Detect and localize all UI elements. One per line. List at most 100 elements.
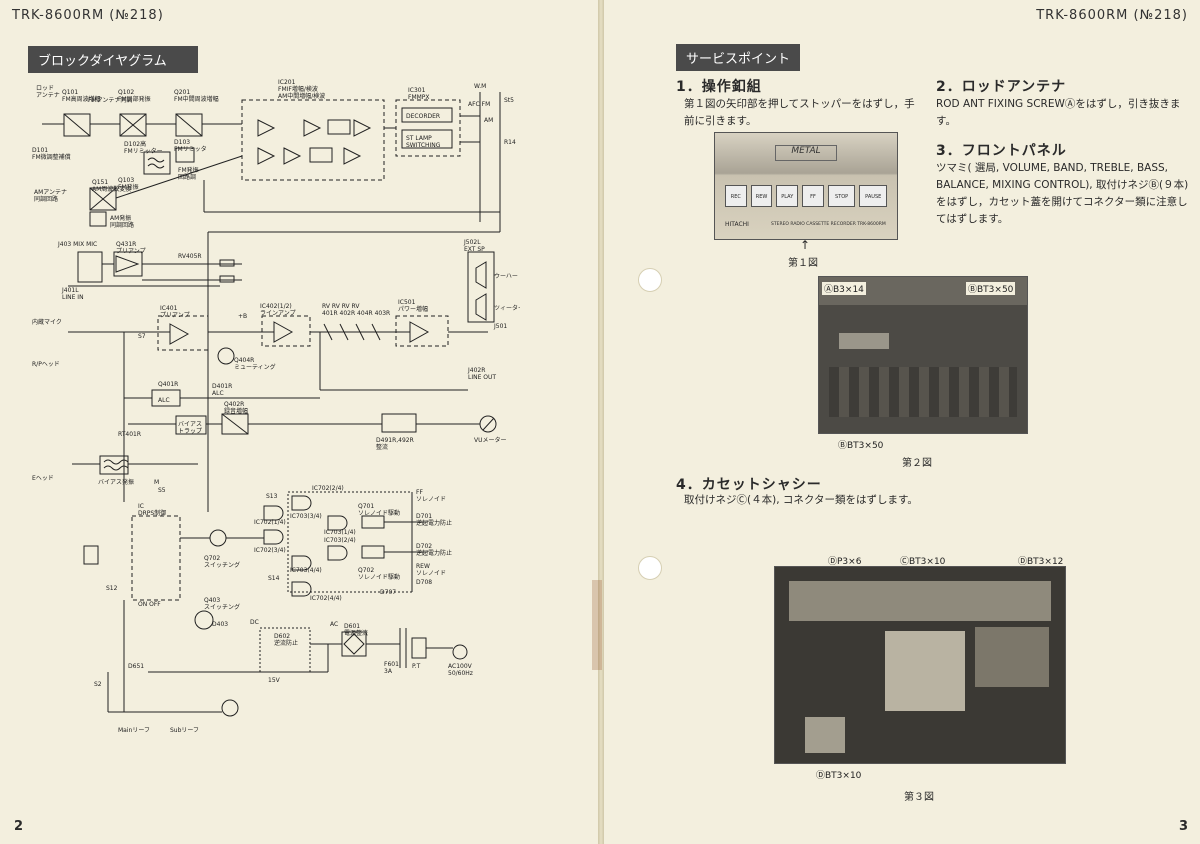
block-ic401 bbox=[157, 315, 209, 351]
q403-transistor bbox=[194, 610, 214, 630]
figure-3-caption: 第３図 bbox=[904, 792, 934, 803]
label-bias-trap: バイアストラップ bbox=[178, 421, 202, 435]
label-m: M bbox=[154, 479, 159, 486]
figure-2-tag-b-top: ⒷBT3×50 bbox=[966, 282, 1016, 295]
label-ic402: IC402(1/2)ラインアンプ bbox=[260, 303, 296, 317]
label-am-ant: AMアンテナ同調回路 bbox=[34, 189, 67, 203]
block-q702b bbox=[361, 545, 385, 559]
figure-2-caption: 第２図 bbox=[902, 458, 932, 469]
label-main-reel: Mainリーフ bbox=[118, 727, 150, 734]
q404r-transistor bbox=[217, 347, 235, 365]
header-left: TRK-8600RM (№218) bbox=[12, 8, 164, 23]
label-d707: D707 bbox=[380, 589, 396, 596]
block-d103 bbox=[175, 147, 195, 163]
motor-icon bbox=[221, 699, 239, 717]
label-s13: S13 bbox=[266, 493, 278, 500]
label-q101b: FMアンテナ同調 bbox=[88, 96, 132, 104]
label-j403: J403 MIX MIC bbox=[57, 241, 97, 248]
section-title-service-points: サービスポイント bbox=[676, 44, 801, 71]
figure-3-tag-d12: ⒹBT3×12 bbox=[1018, 557, 1064, 567]
block-q701 bbox=[361, 515, 385, 529]
section-4-title: 4．カセットシャシー bbox=[676, 477, 822, 493]
section-1-title: 1．操作釦組 bbox=[676, 79, 762, 95]
label-rv405r: RV405R bbox=[178, 253, 202, 260]
section-3-body: ツマミ( 選局, VOLUME, BAND, TREBLE, BASS, BAL… bbox=[936, 162, 1189, 225]
block-q102 bbox=[119, 113, 147, 137]
label-pt: P.T bbox=[412, 663, 421, 670]
label-d403: D403 bbox=[212, 621, 228, 628]
block-ic-drps bbox=[131, 515, 181, 601]
label-s7: S7 bbox=[138, 333, 146, 340]
label-alc: ALC bbox=[158, 397, 170, 404]
figure-2-tag-b-bottom: ⒷBT3×50 bbox=[838, 441, 884, 451]
block-q101 bbox=[63, 113, 91, 137]
page-number-left: 2 bbox=[14, 819, 24, 834]
figure-1-keys: REC REW PLAY FF STOP PAUSE bbox=[725, 185, 888, 207]
block-ic201 bbox=[241, 99, 385, 181]
figure-1-key-play: PLAY bbox=[776, 185, 799, 207]
label-j501: J501 bbox=[493, 323, 507, 330]
label-ac: AC bbox=[330, 621, 338, 628]
label-mic: 内蔵マイク bbox=[32, 318, 62, 326]
figure-1-caption: 第１図 bbox=[788, 258, 818, 269]
figure-1-key-ff: FF bbox=[802, 185, 824, 207]
binding-gutter bbox=[598, 0, 604, 844]
label-d708: D708 bbox=[416, 579, 432, 586]
label-q401r: Q401R bbox=[158, 381, 178, 388]
paper-stain bbox=[592, 580, 602, 670]
label-ic703-4: IC703(4/4) bbox=[290, 567, 322, 574]
block-j502l bbox=[467, 251, 495, 323]
block-bias-osc bbox=[99, 455, 129, 475]
header-right: TRK-8600RM (№218) bbox=[1036, 8, 1188, 23]
label-tweeter: ツィーター bbox=[494, 304, 520, 312]
page-number-right: 3 bbox=[1178, 819, 1188, 834]
block-q103 bbox=[143, 151, 171, 175]
block-d491r bbox=[381, 413, 417, 433]
label-wm: W.M bbox=[474, 83, 486, 90]
figure-3-tag-d10: ⒹBT3×10 bbox=[816, 771, 862, 781]
label-am-osc: AM発振同調回路 bbox=[110, 214, 134, 229]
label-d651: D651 bbox=[128, 663, 144, 670]
label-fm-osc: FM発振回路調 bbox=[178, 166, 199, 181]
block-ic501 bbox=[395, 315, 449, 347]
block-ic402 bbox=[261, 315, 311, 347]
figure-1-photo: METAL REC REW PLAY FF STOP PAUSE HITACHI… bbox=[714, 132, 898, 240]
label-afc-fm: AFC FM bbox=[468, 101, 490, 108]
binder-hole-top bbox=[638, 268, 662, 292]
q702-transistor bbox=[209, 529, 227, 547]
label-v15: 15V bbox=[268, 677, 281, 684]
figure-1-model-line: STEREO RADIO CASSETTE RECORDER TRK-8600R… bbox=[771, 222, 886, 227]
binder-hole-bottom bbox=[638, 556, 662, 580]
section-1-body: 第１図の矢印部を押してストッパーをはずし，手前に引きます。 bbox=[684, 98, 915, 127]
label-bias-osc: バイアス発振 bbox=[98, 478, 134, 486]
label-st5: St5 bbox=[504, 97, 514, 104]
label-antenna: ロッドアンテナ bbox=[36, 85, 60, 99]
label-ic703-3: IC703(3/4) bbox=[290, 513, 322, 520]
section-2-body: ROD ANT FIXING SCREWⒶをはずし，引き抜きます。 bbox=[936, 98, 1181, 127]
block-stlamp bbox=[401, 129, 453, 149]
label-am: AM bbox=[484, 117, 493, 124]
vu-meter-icon bbox=[479, 415, 497, 433]
seven-seg-display bbox=[83, 545, 99, 565]
